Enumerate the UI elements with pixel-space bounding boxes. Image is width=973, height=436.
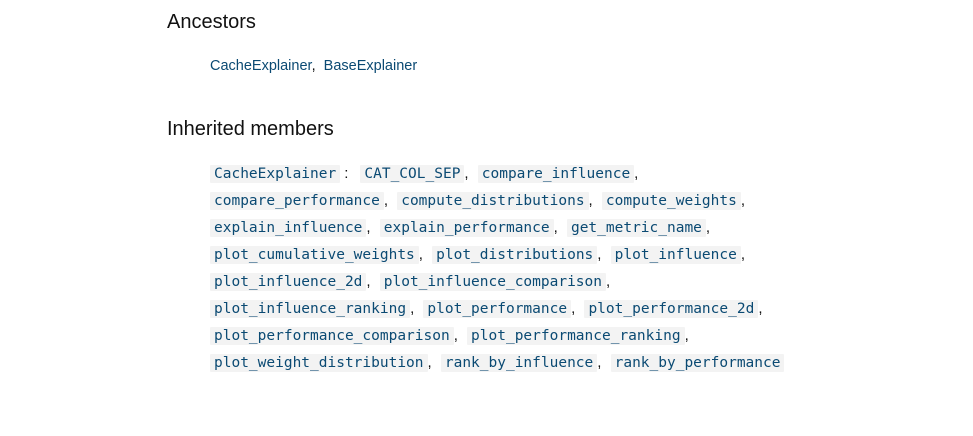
member-class-link[interactable]: CacheExplainer bbox=[214, 166, 337, 182]
member-link-plot-cumulative-weights[interactable]: plot_cumulative_weights bbox=[214, 247, 415, 263]
member-code: compute_weights bbox=[601, 192, 741, 210]
member-code: explain_performance bbox=[379, 219, 554, 237]
member-separator: , bbox=[740, 246, 746, 263]
member-code: plot_performance_comparison bbox=[210, 327, 454, 345]
member-link-compute-weights[interactable]: compute_weights bbox=[605, 193, 737, 209]
member-class-colon: : bbox=[344, 165, 349, 182]
member-class-code: CacheExplainer bbox=[210, 165, 341, 183]
member-link-compare-performance[interactable]: compare_performance bbox=[214, 193, 380, 209]
member-link-compute-distributions[interactable]: compute_distributions bbox=[401, 193, 585, 209]
member-code: explain_influence bbox=[210, 219, 367, 237]
member-code: plot_performance_2d bbox=[584, 300, 759, 318]
member-separator: , bbox=[366, 273, 371, 290]
member-link-plot-performance-ranking[interactable]: plot_performance_ranking bbox=[471, 328, 681, 344]
member-link-plot-influence[interactable]: plot_influence bbox=[614, 247, 737, 263]
member-link-rank-by-performance[interactable]: rank_by_performance bbox=[614, 355, 781, 371]
member-separator: , bbox=[705, 219, 711, 236]
ancestor-link-baseexplainer[interactable]: BaseExplainer bbox=[323, 58, 418, 74]
member-link-cat-col-sep[interactable]: CAT_COL_SEP bbox=[364, 166, 461, 182]
member-link-plot-weight-distribution[interactable]: plot_weight_distribution bbox=[214, 355, 424, 371]
member-line: plot_cumulative_weights, plot_distributi… bbox=[210, 241, 910, 268]
member-link-plot-performance[interactable]: plot_performance bbox=[427, 301, 568, 317]
member-line: plot_performance_comparison, plot_perfor… bbox=[210, 322, 910, 349]
member-line: plot_weight_distribution, rank_by_influe… bbox=[210, 349, 910, 376]
member-line: plot_influence_ranking, plot_performance… bbox=[210, 295, 910, 322]
member-link-plot-performance-comparison[interactable]: plot_performance_comparison bbox=[214, 328, 450, 344]
ancestors-list: CacheExplainer, BaseExplainer bbox=[210, 57, 417, 75]
member-code: plot_performance bbox=[423, 300, 572, 318]
member-separator: , bbox=[410, 300, 415, 317]
member-code: compare_performance bbox=[210, 192, 384, 210]
member-separator: , bbox=[588, 192, 593, 209]
member-link-explain-performance[interactable]: explain_performance bbox=[383, 220, 550, 236]
member-link-rank-by-influence[interactable]: rank_by_influence bbox=[444, 355, 594, 371]
member-code: compute_distributions bbox=[397, 192, 589, 210]
member-separator: , bbox=[366, 219, 371, 236]
member-separator: , bbox=[684, 327, 689, 344]
member-code: plot_influence_2d bbox=[210, 273, 367, 291]
member-code: plot_distributions bbox=[432, 246, 598, 264]
member-line: explain_influence, explain_performance, … bbox=[210, 214, 910, 241]
member-code: plot_weight_distribution bbox=[210, 354, 428, 372]
member-link-plot-distributions[interactable]: plot_distributions bbox=[436, 247, 594, 263]
ancestor-separator: , bbox=[311, 58, 316, 74]
member-code: plot_influence bbox=[610, 246, 741, 264]
member-separator: , bbox=[634, 165, 639, 182]
member-code: get_metric_name bbox=[566, 219, 706, 237]
member-link-explain-influence[interactable]: explain_influence bbox=[214, 220, 363, 236]
member-link-compare-influence[interactable]: compare_influence bbox=[481, 166, 631, 182]
member-separator: , bbox=[597, 354, 602, 371]
member-code: plot_cumulative_weights bbox=[210, 246, 419, 264]
member-link-plot-performance-2d[interactable]: plot_performance_2d bbox=[588, 301, 755, 317]
member-separator: , bbox=[553, 219, 558, 236]
member-separator: , bbox=[464, 165, 469, 182]
member-line: plot_influence_2d, plot_influence_compar… bbox=[210, 268, 910, 295]
member-separator: , bbox=[427, 354, 432, 371]
member-separator: , bbox=[597, 246, 602, 263]
member-code: rank_by_influence bbox=[440, 354, 598, 372]
member-separator: , bbox=[758, 300, 763, 317]
member-separator: , bbox=[418, 246, 423, 263]
ancestors-heading: Ancestors bbox=[167, 11, 256, 33]
member-separator: , bbox=[571, 300, 576, 317]
member-separator: , bbox=[740, 192, 746, 209]
member-code: plot_performance_ranking bbox=[467, 327, 685, 345]
ancestor-link-cacheexplainer[interactable]: CacheExplainer bbox=[210, 58, 312, 74]
inherited-members-list: CacheExplainer: CAT_COL_SEP, compare_infl… bbox=[210, 160, 910, 376]
member-code: compare_influence bbox=[477, 165, 635, 183]
member-link-plot-influence-ranking[interactable]: plot_influence_ranking bbox=[214, 301, 407, 317]
member-separator: , bbox=[453, 327, 458, 344]
member-separator: , bbox=[383, 192, 389, 209]
member-code: plot_influence_comparison bbox=[379, 273, 606, 291]
inherited-members-heading: Inherited members bbox=[167, 118, 334, 140]
member-code: plot_influence_ranking bbox=[210, 300, 411, 318]
member-separator: , bbox=[606, 273, 611, 290]
member-link-plot-influence-2d[interactable]: plot_influence_2d bbox=[214, 274, 363, 290]
member-code: CAT_COL_SEP bbox=[360, 165, 465, 183]
member-link-get-metric-name[interactable]: get_metric_name bbox=[570, 220, 702, 236]
member-code: rank_by_performance bbox=[610, 354, 785, 372]
member-link-plot-influence-comparison[interactable]: plot_influence_comparison bbox=[383, 274, 602, 290]
member-line: compare_performance, compute_distributio… bbox=[210, 187, 910, 214]
member-line: CacheExplainer: CAT_COL_SEP, compare_infl… bbox=[210, 160, 910, 187]
